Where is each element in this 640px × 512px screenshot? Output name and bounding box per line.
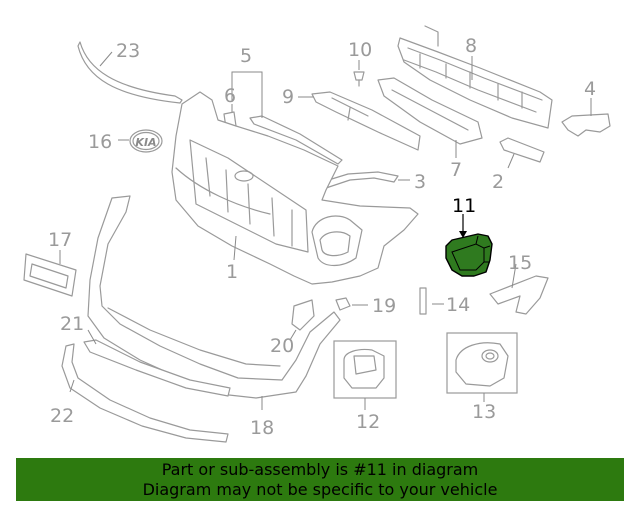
part-22-skid-plate: 22 (50, 343, 229, 443)
part-15-side-bracket: 15 (489, 252, 549, 315)
banner-line-2: Diagram may not be specific to your vehi… (142, 479, 498, 499)
part-5-upper-grille-trim: 5 (231, 45, 343, 165)
part-6-clip: 6 (223, 85, 237, 129)
callout-9: 9 (282, 86, 294, 108)
part-11-fog-lamp-housing: 11 (445, 195, 493, 277)
part-8-bumper-beam: 8 (397, 25, 553, 129)
callout-6: 6 (224, 85, 236, 107)
callout-20: 20 (270, 335, 294, 357)
callout-16: 16 (88, 131, 112, 153)
banner-line-1: Part or sub-assembly is #11 in diagram (161, 459, 479, 479)
callout-11: 11 (452, 195, 476, 217)
part-2-bracket: 2 (492, 137, 545, 193)
part-16-emblem: KIA 16 (88, 129, 163, 153)
part-20-bracket: 20 (270, 299, 315, 357)
part-21-lower-strip: 21 (60, 313, 231, 397)
emblem-lettering: KIA (135, 136, 156, 149)
callout-12: 12 (356, 411, 380, 433)
part-14-trim: 14 (419, 287, 470, 316)
part-3-molding: 3 (321, 171, 426, 193)
callout-22: 22 (50, 405, 74, 427)
callout-2: 2 (492, 171, 504, 193)
callout-1: 1 (226, 261, 238, 283)
part-19-clip: 19 (335, 295, 396, 317)
callout-17: 17 (48, 229, 72, 251)
callout-4: 4 (584, 78, 596, 100)
callout-10: 10 (348, 39, 372, 61)
part-7-absorber: 7 (377, 77, 483, 181)
callout-23: 23 (116, 40, 140, 62)
info-banner: Part or sub-assembly is #11 in diagram D… (16, 458, 624, 501)
callout-13: 13 (472, 401, 496, 423)
callout-14: 14 (446, 294, 470, 316)
callout-5: 5 (240, 45, 252, 67)
part-4-bracket: 4 (561, 78, 611, 137)
callout-3: 3 (414, 171, 426, 193)
part-17-plate-bracket: 17 (23, 229, 77, 297)
callout-18: 18 (250, 417, 274, 439)
part-12-inset: 12 (333, 340, 397, 433)
part-10-fastener: 10 (348, 39, 372, 87)
callout-21: 21 (60, 313, 84, 335)
part-1-bumper-cover: 1 (171, 91, 419, 285)
callout-7: 7 (450, 159, 462, 181)
callout-8: 8 (465, 35, 477, 57)
part-9-upper-cover: 9 (282, 86, 421, 151)
part-23-trim-strip: 23 (77, 40, 183, 104)
callout-15: 15 (508, 252, 532, 274)
part-13-inset: 13 (446, 332, 518, 423)
part-18-lower-panel: 18 (87, 195, 341, 439)
callout-19: 19 (372, 295, 396, 317)
